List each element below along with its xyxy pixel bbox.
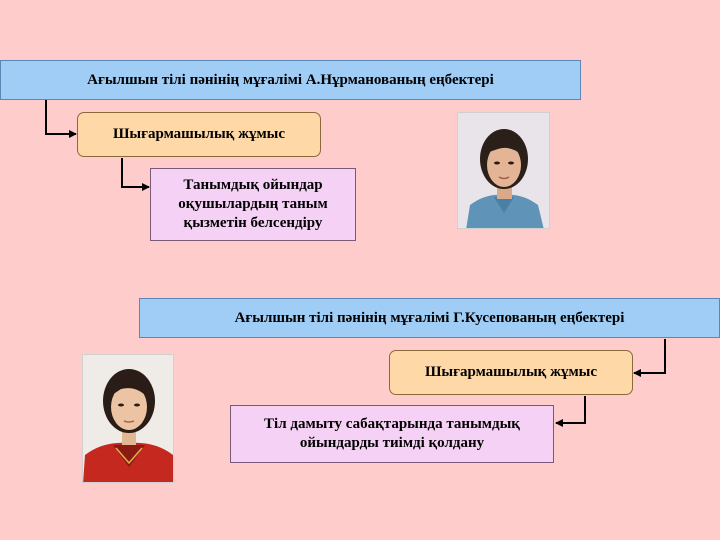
section1-work-line-2: оқушылардың таным	[178, 196, 328, 213]
section2-work-line-2: ойындарды тиімді қолдану	[299, 435, 485, 451]
arrow-category1-to-work1	[121, 158, 150, 191]
section2-title-box: Ағылшын тілі пәнінің мұғалімі Г.Кусепова…	[139, 298, 720, 338]
section1-work-line-3: қызметін белсендіру	[183, 214, 323, 231]
arrow-category2-to-work2	[555, 396, 586, 427]
teacher2-photo	[82, 354, 174, 483]
section2-category: Шығармашылық жұмыс	[424, 364, 598, 381]
section1-work-line-1: Танымдық ойындар	[183, 177, 323, 194]
section2-work-box: Тіл дамыту сабақтарында танымдық ойындар…	[230, 405, 554, 463]
section1-work-box: Танымдық ойындар оқушылардың таным қызме…	[150, 168, 356, 241]
section1-category-box: Шығармашылық жұмыс	[77, 112, 321, 157]
teacher2-portrait	[83, 355, 173, 482]
section2-category-box: Шығармашылық жұмыс	[389, 350, 633, 395]
section2-work-line-1: Тіл дамыту сабақтарында танымдық	[264, 416, 520, 433]
section1-category: Шығармашылық жұмыс	[112, 126, 286, 143]
section1-title: Ағылшын тілі пәнінің мұғалімі А.Нұрманов…	[87, 71, 494, 88]
teacher1-portrait	[458, 113, 549, 228]
arrow-title1-to-category1	[45, 100, 77, 138]
arrow-title2-to-category2	[633, 339, 666, 377]
section1-title-box: Ағылшын тілі пәнінің мұғалімі А.Нұрманов…	[0, 60, 581, 100]
section2-title: Ағылшын тілі пәнінің мұғалімі Г.Кусепова…	[234, 309, 625, 326]
teacher1-photo	[457, 112, 550, 229]
